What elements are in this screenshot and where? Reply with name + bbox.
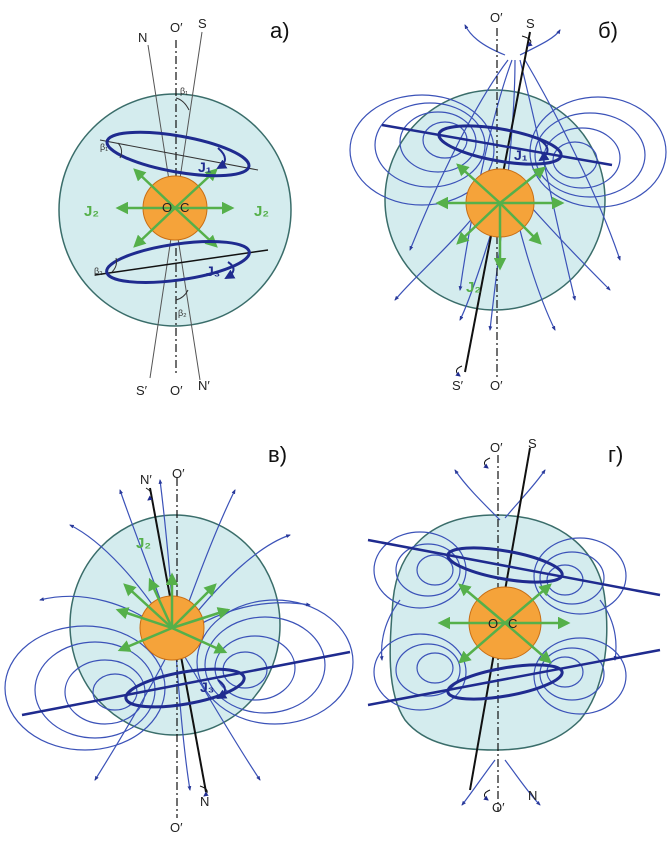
- label-n-d: N: [528, 788, 537, 803]
- panel-d: г) O′ S O C O′ N: [367, 436, 661, 815]
- current-loop-c: [124, 667, 246, 709]
- panel-a: а) N O′ S S′ O′ N′ J₁ J₂ J₂ J₃ O C β₁ β₁…: [58, 16, 292, 398]
- label-j3-c: J₃: [200, 679, 214, 695]
- panel-c: в) N′ O′ J₂ J₃ N O′: [4, 442, 354, 835]
- label-n-a: N: [138, 30, 147, 45]
- radial-arrows-d: [437, 583, 571, 664]
- current-loop-upper-d: [446, 546, 564, 584]
- label-j2-b: J₂: [466, 279, 481, 296]
- label-j2-right-a: J₂: [254, 203, 269, 220]
- radial-arrows-b: [435, 163, 565, 271]
- label-s-bot-a: S′: [136, 383, 148, 398]
- label-j1-a: J₁: [198, 159, 212, 175]
- label-o-center-a: O: [162, 200, 172, 215]
- panel-b: б) O′ S S′ O′ J₁ J₂: [349, 10, 667, 393]
- label-n-top-c: N′: [140, 472, 152, 487]
- label-beta1-top-a: β₁: [180, 86, 188, 96]
- current-loop-upper-a: [105, 130, 251, 178]
- loop-axis-c: [21, 650, 351, 717]
- label-n-bot-c: N: [200, 794, 209, 809]
- loop-axis-lower-d: [367, 648, 661, 707]
- loop-axis-b: [381, 123, 613, 167]
- panel-label-b: б): [598, 18, 618, 43]
- label-j1-b: J₁: [514, 147, 528, 163]
- label-o-bot-b: O′: [490, 378, 503, 393]
- panel-label-a: а): [270, 18, 290, 43]
- label-o-bot-d: O′: [492, 800, 505, 815]
- label-o-top-c: O′: [172, 466, 185, 481]
- label-o-top-d: O′: [490, 440, 503, 455]
- field-lines-d: [373, 469, 627, 806]
- label-o-top-b: O′: [490, 10, 503, 25]
- current-loop-b: [437, 124, 563, 166]
- label-o-bot-c: O′: [170, 820, 183, 835]
- panel-label-d: г): [608, 442, 623, 467]
- label-beta2-bot-a: β₂: [178, 308, 187, 318]
- label-c-center-d: C: [508, 616, 517, 631]
- label-s-d: S: [528, 436, 537, 451]
- panel-label-c: в): [268, 442, 287, 467]
- label-s-a: S: [198, 16, 207, 31]
- loop-axis-lower-a: [94, 249, 269, 276]
- label-beta1-left-a: β₁: [100, 142, 108, 152]
- label-c-center-a: C: [180, 200, 189, 215]
- label-n-bot-a: N′: [198, 378, 210, 393]
- current-loop-lower-a: [105, 240, 251, 284]
- label-o-top-a: O′: [170, 20, 183, 35]
- label-j2-c: J₂: [136, 535, 151, 552]
- label-beta2-left-a: β₂: [94, 266, 103, 276]
- label-o-center-d: O: [488, 616, 498, 631]
- current-loop-lower-d: [446, 663, 564, 701]
- loop-axis-upper-a: [99, 139, 259, 171]
- radial-arrows-c: [115, 572, 231, 654]
- label-o-bot-a: O′: [170, 383, 183, 398]
- label-s-bot-b: S′: [452, 378, 464, 393]
- label-j3-a: J₃: [206, 263, 220, 279]
- label-s-b: S: [526, 16, 535, 31]
- loop-axis-upper-d: [367, 538, 661, 597]
- label-j2-left-a: J₂: [84, 203, 99, 220]
